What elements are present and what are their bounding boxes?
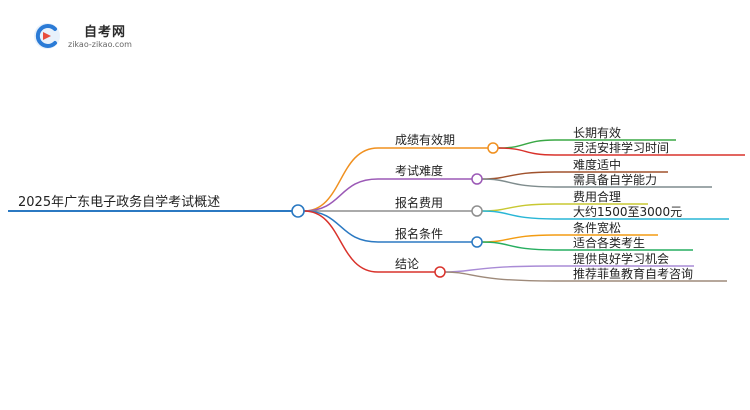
branch-topic: 结论: [395, 257, 419, 271]
subtopic-connector: [481, 178, 556, 188]
branch-connector: [303, 210, 379, 243]
branch-topic: 考试难度: [395, 163, 443, 178]
branch-node-circle: [471, 173, 483, 185]
subtopic-connector: [444, 265, 556, 273]
subtopic: 长期有效: [573, 125, 621, 140]
subtopic: 条件宽松: [573, 220, 621, 235]
branch-node-circle: [471, 236, 483, 248]
branch-connector: [303, 210, 379, 273]
subtopic-connector: [481, 241, 556, 251]
branch-topic: 成绩有效期: [395, 132, 455, 147]
subtopic-connector: [481, 203, 556, 212]
subtopic: 需具备自学能力: [573, 172, 657, 187]
branch-topic: 报名条件: [395, 226, 443, 241]
subtopic: 提供良好学习机会: [573, 251, 669, 266]
subtopic-connector: [481, 210, 556, 220]
root-topic: 2025年广东电子政务自学考试概述: [18, 194, 220, 210]
branch-topic: 报名费用: [395, 195, 443, 210]
subtopic-connector: [444, 271, 556, 282]
brand-url: zikao-zikao.com: [68, 40, 132, 49]
subtopic: 大约1500至3000元: [573, 204, 682, 219]
subtopic-connector: [497, 147, 556, 156]
subtopic: 难度适中: [573, 157, 621, 172]
subtopic-connector: [481, 171, 556, 180]
subtopic: 费用合理: [573, 189, 621, 204]
branch-node-circle: [487, 142, 499, 154]
brand-name: 自考网: [84, 25, 127, 40]
logo-icon: [34, 23, 60, 49]
branch-connector: [303, 147, 379, 212]
branch-node-circle: [434, 266, 446, 278]
branch-connector: [303, 178, 379, 212]
subtopic: 灵活安排学习时间: [573, 140, 669, 155]
root-node-circle: [291, 204, 305, 218]
subtopic: 推荐菲鱼教育自考咨询: [573, 266, 693, 281]
subtopic-connector: [497, 139, 556, 149]
branch-node-circle: [471, 205, 483, 217]
subtopic-connector: [481, 234, 556, 243]
subtopic: 适合各类考生: [573, 235, 645, 250]
